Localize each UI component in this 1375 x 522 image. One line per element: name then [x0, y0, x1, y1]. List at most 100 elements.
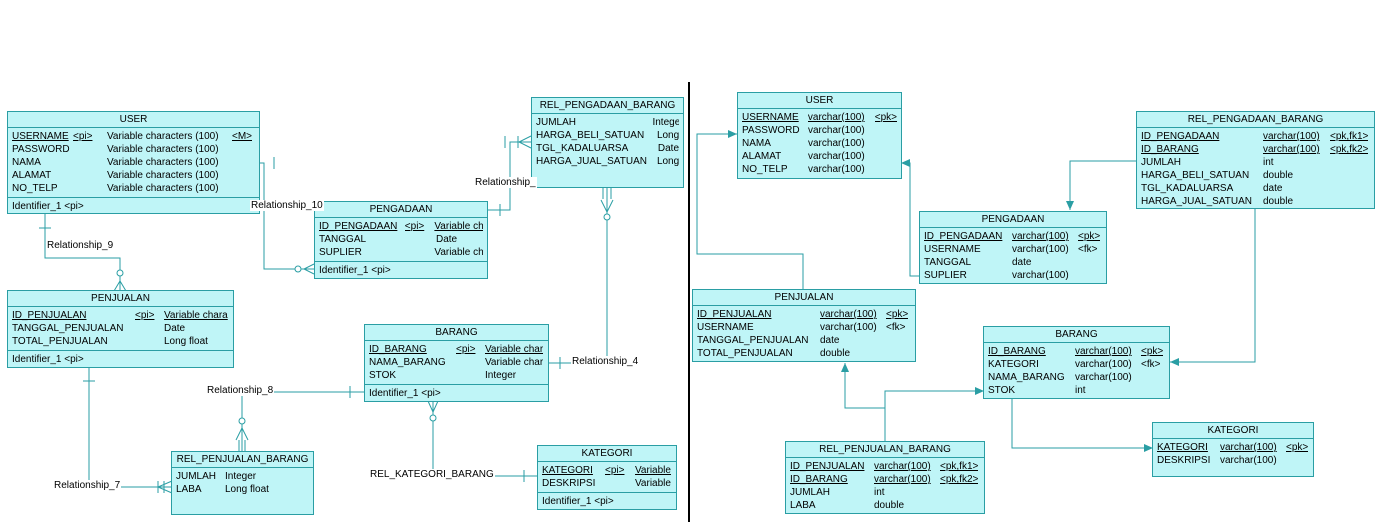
entity-title: REL_PENJUALAN_BARANG	[786, 442, 984, 458]
cdm-entity-pengadaan[interactable]: PENGADAAN ID_PENGADAAN<pi>Variable ch TA…	[314, 201, 488, 279]
pdm-line-relpengadaan-pengadaan	[1066, 160, 1137, 210]
pdm-line-relpengadaan-barang	[1170, 208, 1256, 366]
pdm-line-barang-kategori	[1011, 398, 1153, 452]
entity-title: PENJUALAN	[693, 290, 915, 306]
line-relationship-10	[259, 162, 314, 270]
entity-title: REL_PENGADAAN_BARANG	[1137, 112, 1374, 128]
entity-title: KATEGORI	[538, 446, 676, 462]
entity-title: KATEGORI	[1153, 423, 1313, 439]
line-relationship-4	[548, 188, 608, 364]
entity-title: PENGADAAN	[920, 212, 1106, 228]
line-rel-kategori	[432, 401, 538, 477]
attribute-row: KATEGORI<pi>Variable	[542, 465, 671, 476]
relationship-label: Relationship_	[474, 177, 537, 188]
cdm-entity-barang[interactable]: BARANG ID_BARANG<pi>Variable char NAMA_B…	[364, 324, 549, 402]
entity-title: USER	[8, 112, 259, 128]
cdm-entity-penjualan[interactable]: PENJUALAN ID_PENJUALAN<pi>Variable chara…	[7, 290, 234, 368]
line-relationship-8	[241, 391, 365, 452]
entity-identifier: Identifier_1 <pi>	[365, 384, 548, 401]
attribute-row: ID_BARANG<pi>Variable char	[369, 344, 544, 355]
relationship-label: Relationship_9	[46, 240, 115, 251]
entity-identifier: Identifier_1 <pi>	[315, 261, 487, 278]
attribute-row: ID_PENGADAAN<pi>Variable ch	[319, 221, 483, 232]
line-relationship-top	[488, 141, 531, 211]
entity-title: PENJUALAN	[8, 291, 233, 307]
cdm-entity-user[interactable]: USER USERNAME<pi>Variable characters (10…	[7, 111, 260, 214]
entity-title: BARANG	[365, 325, 548, 341]
entity-identifier: Identifier_1 <pi>	[8, 197, 259, 213]
pdm-line-reljual-penjualan	[841, 363, 885, 409]
pdm-line-reljual-barang	[884, 387, 984, 441]
relationship-label: Relationship_8	[206, 385, 275, 396]
line-relationship-9	[44, 213, 121, 291]
relationship-label: REL_KATEGORI_BARANG	[369, 469, 495, 480]
attribute-row: ID_PENJUALAN<pi>Variable chara	[12, 310, 228, 321]
pdm-line-pengadaan-user	[901, 159, 920, 277]
relationship-label: Relationship_10	[250, 200, 324, 211]
entity-title: USER	[738, 93, 901, 109]
entity-title: PENGADAAN	[315, 202, 487, 218]
diagram-divider	[688, 82, 690, 522]
entity-identifier: Identifier_1 <pi>	[8, 350, 233, 367]
relationship-label: Relationship_4	[571, 356, 640, 367]
entity-title: REL_PENGADAAN_BARANG	[532, 98, 683, 114]
entity-title: BARANG	[984, 327, 1169, 343]
entity-title: REL_PENJUALAN_BARANG	[172, 452, 313, 468]
entity-identifier: Identifier_1 <pi>	[538, 492, 676, 509]
line-relationship-7	[88, 367, 172, 488]
